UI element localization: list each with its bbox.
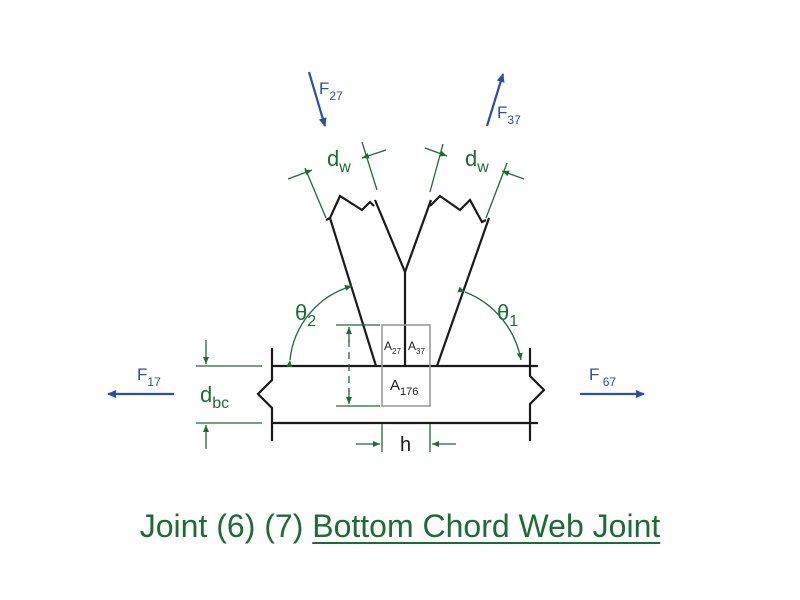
- web-37-break: [429, 194, 487, 224]
- label-h: h: [400, 434, 411, 456]
- label-f27: F27: [319, 79, 343, 103]
- label-f37: F37: [497, 103, 521, 127]
- force-27-arrow: [307, 71, 327, 127]
- label-a176: A176: [390, 377, 418, 398]
- area-box-outline: [381, 324, 431, 407]
- web-member-37-inner: [403, 199, 433, 273]
- dw-left-arrow-a: [287, 169, 313, 180]
- label-f17: F17: [137, 365, 161, 389]
- dw-left-arrow-b: [361, 149, 387, 159]
- area-box: [381, 324, 431, 407]
- web-member-27-outer: [328, 217, 378, 367]
- label-dbc: dbc: [200, 382, 229, 412]
- caption-title: Bottom Chord Web Joint: [312, 508, 661, 544]
- dw-left-ext-2: [361, 141, 378, 191]
- theta1-arc: [457, 286, 523, 361]
- web-27-break: [325, 194, 375, 221]
- dw-right-arrow-b: [501, 170, 525, 180]
- diagram-caption: Joint (6) (7) Bottom Chord Web Joint: [0, 508, 800, 545]
- dw-right-arrow-a: [424, 147, 448, 157]
- web-members: [325, 194, 491, 367]
- label-theta2: θ2: [295, 300, 316, 330]
- theta2-arc: [286, 285, 353, 368]
- dimensions: [196, 141, 525, 452]
- chord-right-break: [528, 348, 546, 441]
- label-dw-right: dw: [465, 146, 489, 176]
- force-arrows: [107, 71, 645, 398]
- label-dw-left: dw: [327, 146, 351, 176]
- web-member-27-inner: [373, 199, 407, 273]
- web-member-37-outer: [435, 217, 491, 367]
- chord-left-break: [256, 348, 274, 441]
- force-37-arrow: [485, 73, 505, 127]
- label-theta1: θ1: [497, 300, 518, 330]
- caption-prefix: Joint (6) (7): [139, 508, 313, 544]
- dw-left-ext-1: [304, 167, 327, 219]
- label-f67: F 67: [589, 365, 616, 389]
- label-a37: A37: [408, 339, 425, 356]
- label-a27: A27: [384, 339, 401, 356]
